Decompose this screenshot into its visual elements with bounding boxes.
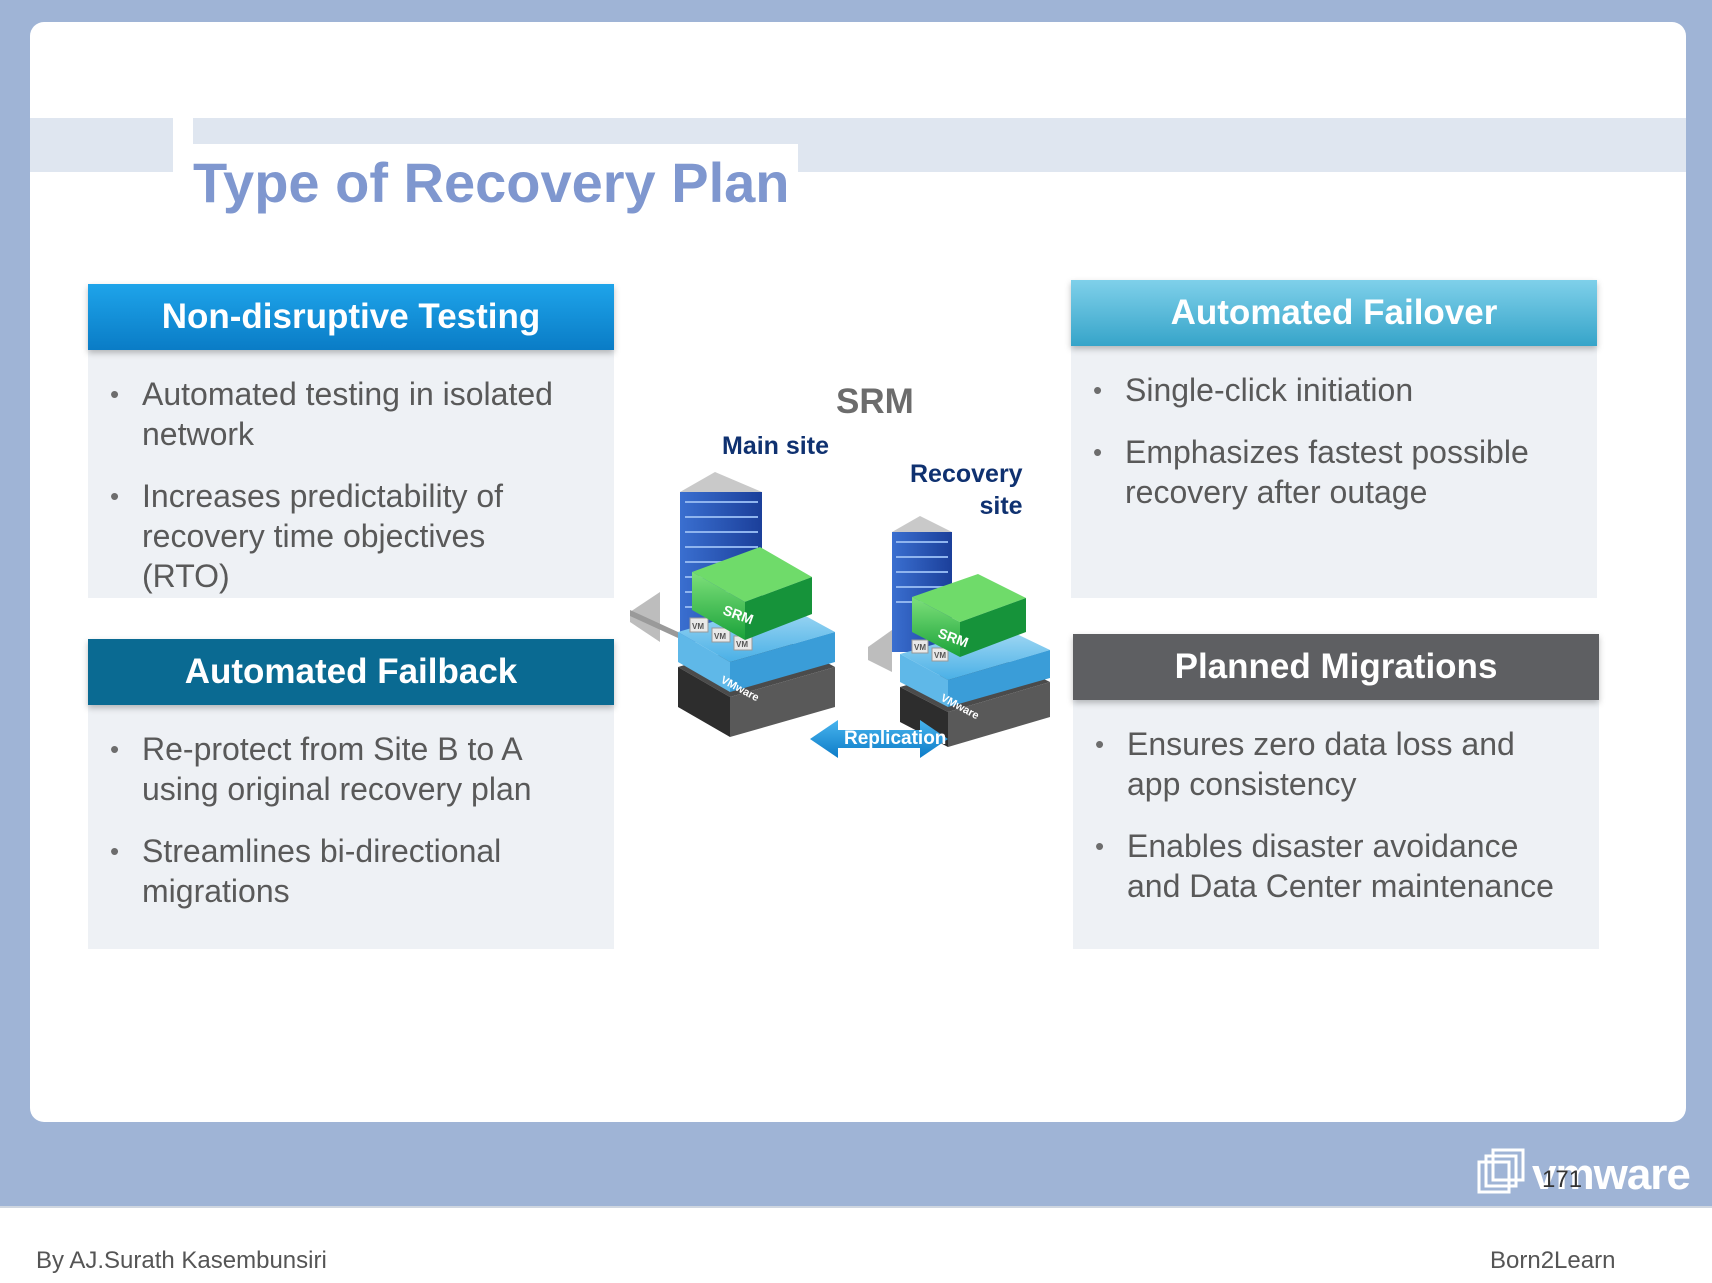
replication-label: Replication	[844, 728, 946, 749]
main-site-stack	[630, 472, 835, 737]
srm-diagram-graphic: SRM SRM VM VM VM VM VM VMware VMware Rep…	[630, 472, 1050, 758]
panel-heading: Automated Failover	[1071, 280, 1597, 346]
recovery-site-label-line1: Recovery	[910, 460, 1023, 488]
panel-heading: Automated Failback	[88, 639, 614, 705]
bullet-item: Emphasizes fastest possible recovery aft…	[1093, 432, 1557, 512]
footer-bar	[0, 1206, 1712, 1283]
title-band-left	[30, 118, 173, 172]
bullet-item: Single-click initiation	[1093, 370, 1557, 410]
vmware-logo-text: vmware	[1532, 1150, 1691, 1199]
bullet-item: Automated testing in isolated network	[110, 374, 574, 454]
bullet-item: Streamlines bi-directional migrations	[110, 831, 574, 911]
page-number: 171	[1542, 1166, 1583, 1193]
main-site-label: Main site	[722, 432, 829, 460]
footer-author: By AJ.Surath Kasembunsiri	[36, 1247, 327, 1274]
recovery-site-stack	[868, 516, 1050, 747]
title-band-top	[193, 118, 798, 144]
bullet-list: Re-protect from Site B to A using origin…	[88, 705, 614, 911]
panel-non-disruptive-testing: Non-disruptive Testing Automated testing…	[88, 284, 614, 598]
bullet-list: Automated testing in isolated network In…	[88, 350, 614, 596]
panel-heading: Non-disruptive Testing	[88, 284, 614, 350]
vm-label: VM	[736, 640, 748, 649]
slide: Type of Recovery Plan Non-disruptive Tes…	[30, 22, 1686, 1122]
recovery-site-label-line2: site	[979, 492, 1023, 520]
bullet-list: Ensures zero data loss and app consisten…	[1073, 700, 1599, 906]
bullet-item: Increases predictability of recovery tim…	[110, 476, 574, 596]
bullet-list: Single-click initiation Emphasizes faste…	[1071, 346, 1597, 512]
bullet-item: Re-protect from Site B to A using origin…	[110, 729, 574, 809]
slide-title: Type of Recovery Plan	[193, 151, 790, 214]
vm-label: VM	[692, 622, 704, 631]
panel-heading: Planned Migrations	[1073, 634, 1599, 700]
footer-brand: Born2Learn	[1490, 1247, 1616, 1274]
srm-diagram: SRM SRM VM VM VM VM VM VMware VMware Rep…	[630, 382, 1100, 782]
vm-label: VM	[914, 643, 926, 652]
panel-planned-migrations: Planned Migrations Ensures zero data los…	[1073, 634, 1599, 949]
title-band-right	[798, 118, 1686, 172]
vmware-logo-icon	[1477, 1148, 1527, 1203]
vm-label: VM	[934, 651, 946, 660]
bullet-item: Ensures zero data loss and app consisten…	[1095, 724, 1559, 804]
panel-automated-failover: Automated Failover Single-click initiati…	[1071, 280, 1597, 598]
recovery-site-label: Recovery site	[910, 458, 1023, 522]
diagram-title: SRM	[836, 382, 914, 421]
bullet-item: Enables disaster avoidance and Data Cent…	[1095, 826, 1559, 906]
vm-label: VM	[714, 632, 726, 641]
replication-arrow	[810, 720, 948, 758]
panel-automated-failback: Automated Failback Re-protect from Site …	[88, 639, 614, 949]
